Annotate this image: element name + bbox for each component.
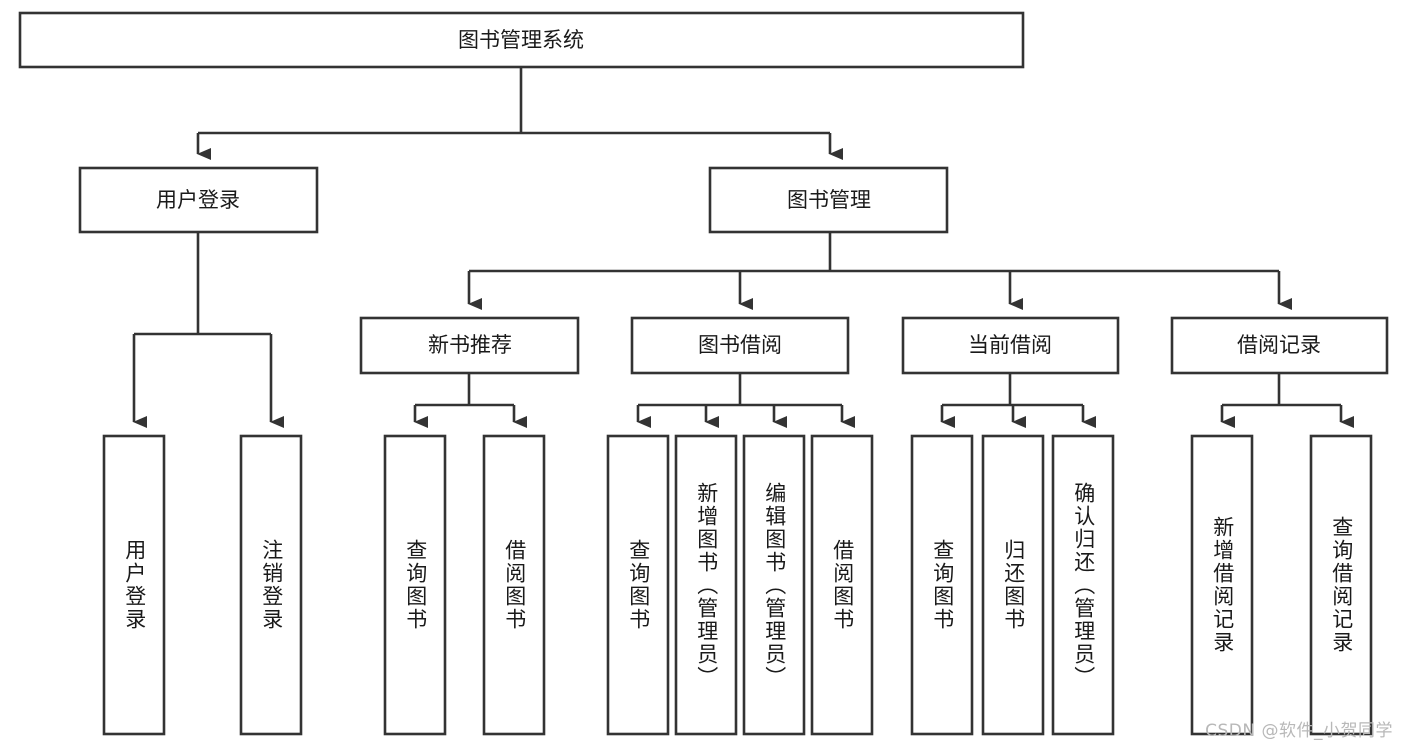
node-user-login[interactable]: 用户登录	[78, 166, 319, 234]
leaf-boxes	[102, 434, 1373, 736]
leaf-rect-borrow-3[interactable]	[742, 434, 806, 736]
node-book-borrow-rect[interactable]	[630, 316, 850, 375]
node-current-borrow-label: 当前借阅	[968, 333, 1052, 357]
leaf-rect-record-1[interactable]	[1190, 434, 1254, 736]
node-book-borrow-label: 图书借阅	[698, 333, 782, 357]
connector-group-root	[196, 67, 843, 160]
leaf-rect-new-book-2[interactable]	[482, 434, 546, 736]
node-user-login-label: 用户登录	[156, 188, 240, 212]
connector-group-borrow	[636, 373, 855, 428]
leaf-rect-user-login-1[interactable]	[102, 434, 166, 736]
leaf-rect-current-1[interactable]	[910, 434, 974, 736]
node-book-management[interactable]: 图书管理	[708, 166, 949, 234]
watermark-text: CSDN @软件_小贺同学	[1205, 721, 1393, 741]
node-borrow-record-label: 借阅记录	[1237, 333, 1321, 357]
leaf-rect-borrow-4[interactable]	[810, 434, 874, 736]
connector-group-new-book	[413, 373, 527, 428]
node-new-book-recommend-rect[interactable]	[359, 316, 580, 375]
node-user-login-rect[interactable]	[78, 166, 319, 234]
connector-group-book-mgmt	[467, 232, 1292, 310]
leaf-rect-current-2[interactable]	[981, 434, 1045, 736]
leaf-rect-record-2[interactable]	[1309, 434, 1373, 736]
node-root[interactable]: 图书管理系统	[18, 11, 1025, 69]
leaf-rect-user-login-2[interactable]	[239, 434, 303, 736]
leaf-rect-borrow-2[interactable]	[674, 434, 738, 736]
node-root-label: 图书管理系统	[458, 28, 584, 52]
node-book-management-rect[interactable]	[708, 166, 949, 234]
leaf-rect-borrow-1[interactable]	[606, 434, 670, 736]
connector-group-user-login	[132, 232, 284, 428]
node-book-management-label: 图书管理	[787, 188, 871, 212]
node-current-borrow[interactable]: 当前借阅	[901, 316, 1120, 375]
node-borrow-record[interactable]: 借阅记录	[1170, 316, 1389, 375]
node-root-rect[interactable]	[18, 11, 1025, 69]
node-book-borrow[interactable]: 图书借阅	[630, 316, 850, 375]
leaf-rect-new-book-1[interactable]	[383, 434, 447, 736]
node-current-borrow-rect[interactable]	[901, 316, 1120, 375]
node-new-book-recommend-label: 新书推荐	[428, 333, 512, 357]
connector-group-current	[940, 373, 1096, 428]
node-new-book-recommend[interactable]: 新书推荐	[359, 316, 580, 375]
node-borrow-record-rect[interactable]	[1170, 316, 1389, 375]
connector-group-record	[1220, 373, 1354, 428]
leaf-rect-current-3[interactable]	[1051, 434, 1115, 736]
